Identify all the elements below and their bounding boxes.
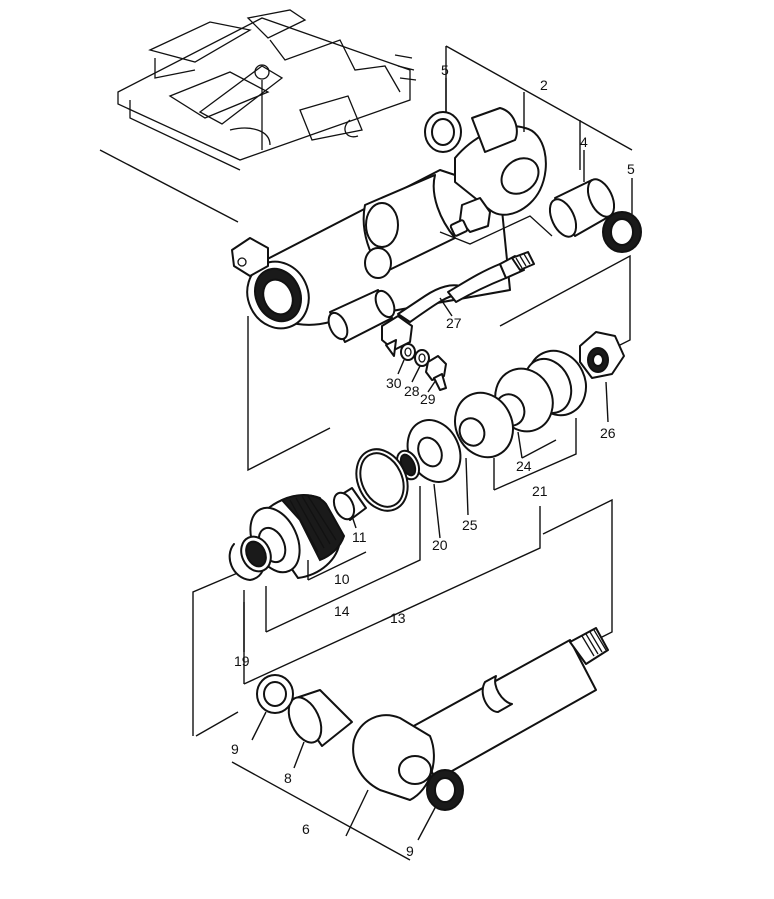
lock-nut-26	[579, 331, 625, 379]
seal-9-upper	[256, 674, 294, 714]
callout-13: 13	[390, 610, 406, 626]
assembly-guide-lines	[99, 149, 631, 737]
cylinder-barrel	[231, 107, 547, 330]
callout-4: 4	[580, 134, 588, 150]
callout-29: 29	[420, 391, 436, 407]
seal-5-right	[602, 211, 642, 253]
callout-30: 30	[386, 375, 402, 391]
callout-5-upper: 5	[441, 62, 449, 78]
spacer-11	[332, 487, 367, 521]
seal-9-lower	[426, 769, 464, 811]
callout-leaders	[231, 45, 633, 861]
callout-10: 10	[334, 571, 350, 587]
callout-27: 27	[446, 315, 462, 331]
callout-6: 6	[302, 821, 310, 837]
callout-labels: 2 4 5 5 27 30 28 29 26 24 21 25 20 11 10…	[231, 62, 635, 859]
snap-ring-19	[228, 535, 272, 581]
callout-8: 8	[284, 770, 292, 786]
seal-5-upper	[424, 111, 462, 153]
hydraulic-tube	[327, 251, 535, 357]
callout-21: 21	[532, 483, 548, 499]
callout-9-lower: 9	[406, 843, 414, 859]
barrel-fitting	[439, 197, 553, 245]
callout-20: 20	[432, 537, 448, 553]
callout-14: 14	[334, 603, 350, 619]
callout-5-right: 5	[627, 161, 635, 177]
piston-rod	[352, 627, 609, 801]
callout-19: 19	[234, 653, 250, 669]
small-hardware-set	[400, 343, 447, 391]
callout-2: 2	[540, 77, 548, 93]
callout-28: 28	[404, 383, 420, 399]
machine-location-inset	[117, 9, 417, 171]
callout-25: 25	[462, 517, 478, 533]
piston-ring-stack	[355, 349, 587, 512]
callout-24: 24	[516, 458, 532, 474]
bushing-8	[287, 689, 353, 747]
callout-9-upper: 9	[231, 741, 239, 757]
bushing-4	[548, 178, 616, 238]
callout-26: 26	[600, 425, 616, 441]
callout-11: 11	[352, 529, 367, 545]
